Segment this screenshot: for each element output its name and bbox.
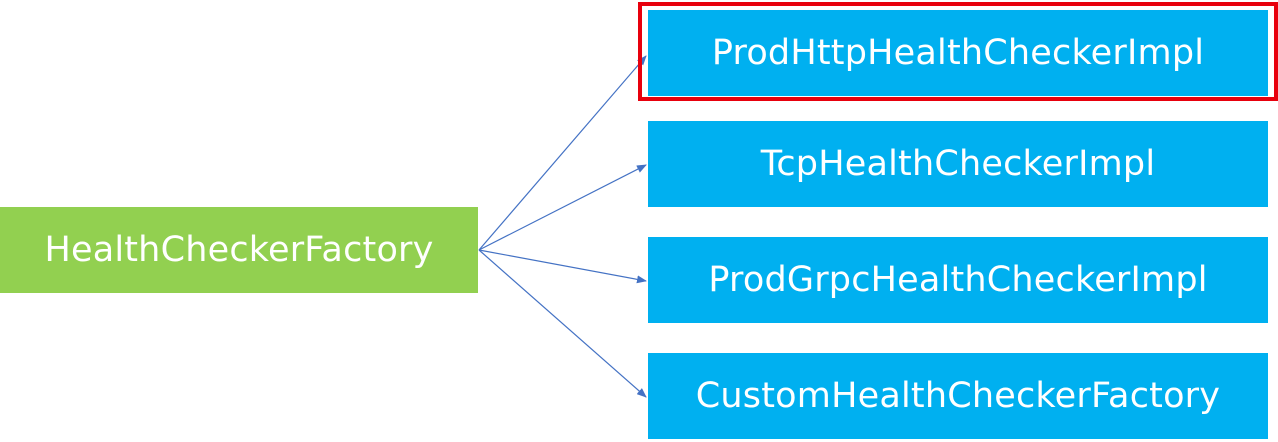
highlight-box — [638, 2, 1278, 101]
prod-grpc-health-checker-impl-label: ProdGrpcHealthCheckerImpl — [708, 260, 1208, 300]
edge-to-custom-factory — [478, 249, 647, 398]
edge-to-prod-http — [478, 55, 647, 251]
tcp-health-checker-impl-label: TcpHealthCheckerImpl — [760, 144, 1156, 184]
prod-http-health-checker-impl-label: ProdHttpHealthCheckerImpl — [711, 33, 1205, 73]
edge-to-tcp — [478, 164, 647, 251]
health-checker-factory-label: HealthCheckerFactory — [44, 230, 434, 270]
custom-health-checker-factory-node: CustomHealthCheckerFactory — [648, 353, 1268, 439]
prod-grpc-health-checker-impl-node: ProdGrpcHealthCheckerImpl — [648, 237, 1268, 323]
tcp-health-checker-impl-node: TcpHealthCheckerImpl — [648, 121, 1268, 207]
health-checker-factory-node: HealthCheckerFactory — [0, 207, 478, 293]
prod-http-health-checker-impl-node: ProdHttpHealthCheckerImpl — [648, 10, 1268, 96]
custom-health-checker-factory-label: CustomHealthCheckerFactory — [695, 376, 1221, 416]
edge-to-prod-grpc — [478, 249, 647, 284]
